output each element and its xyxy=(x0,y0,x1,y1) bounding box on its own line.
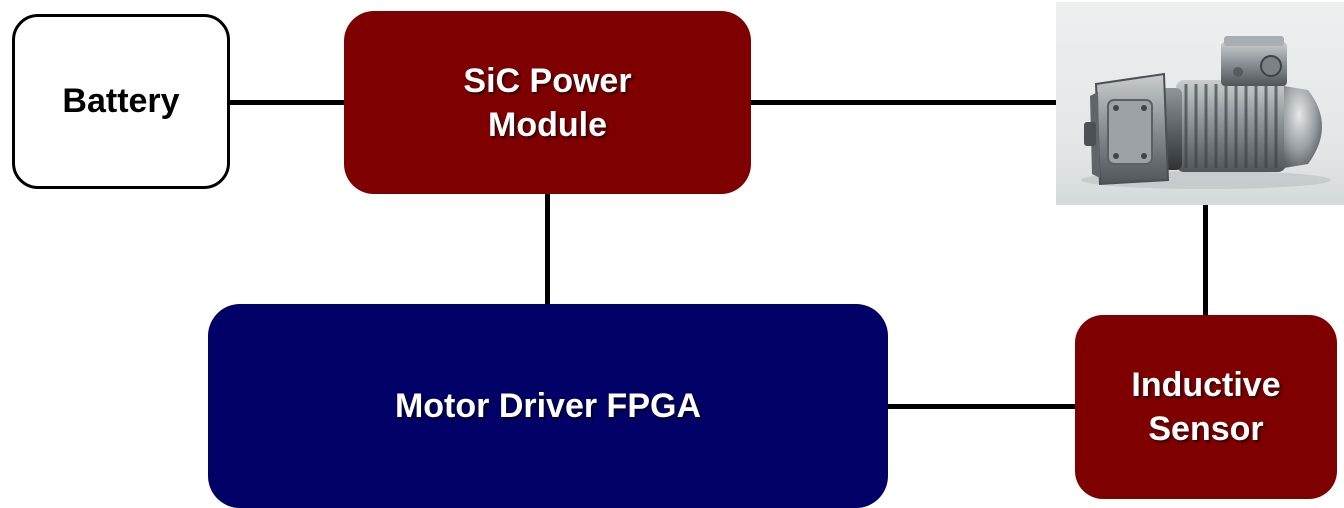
wire-battery-to-sic xyxy=(230,100,346,105)
sic-power-module-block: SiC Power Module xyxy=(344,11,751,194)
wire-fpga-to-sensor xyxy=(888,404,1076,409)
motor-driver-fpga-block: Motor Driver FPGA xyxy=(208,304,888,508)
battery-block: Battery xyxy=(12,14,230,189)
wire-sic-to-motor xyxy=(751,100,1057,105)
wire-sic-to-fpga xyxy=(545,194,550,304)
motor-image xyxy=(1056,2,1344,205)
inductive-sensor-label-line1: Inductive xyxy=(1131,366,1281,404)
inductive-sensor-block: Inductive Sensor xyxy=(1075,315,1337,499)
wire-motor-to-sensor xyxy=(1203,205,1208,316)
battery-label: Battery xyxy=(62,82,180,120)
geared-electric-motor-icon xyxy=(1056,2,1344,205)
sic-power-module-label-line1: SiC Power xyxy=(463,61,632,100)
sic-power-module-label-line2: Module xyxy=(488,105,607,144)
inductive-sensor-label-line2: Sensor xyxy=(1148,410,1264,448)
motor-driver-fpga-label: Motor Driver FPGA xyxy=(394,386,702,425)
